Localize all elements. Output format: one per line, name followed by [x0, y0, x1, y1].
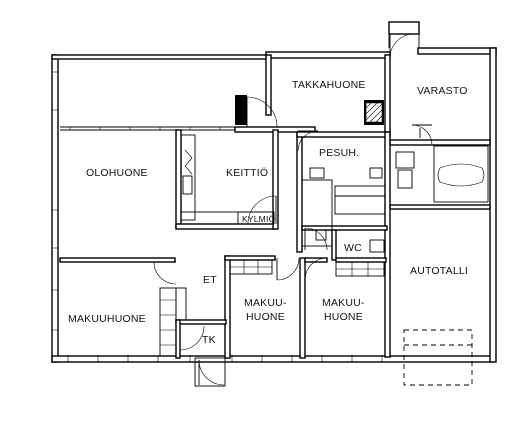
label-makuuhuone: MAKUUHUONE: [68, 313, 146, 325]
label-takkahuone: TAKKAHUONE: [292, 79, 366, 91]
label-makuu1-line2: HUONE: [246, 311, 285, 323]
label-pesuh: PESUH.: [319, 147, 359, 159]
label-makuu1-line1: MAKUU-: [244, 297, 287, 309]
garage-car: [403, 329, 473, 386]
label-makuu2-line2: HUONE: [324, 311, 363, 323]
label-tk: TK: [202, 334, 216, 346]
label-keittio: KEITTIÖ: [226, 167, 268, 179]
label-autotalli: AUTOTALLI: [410, 265, 468, 277]
bathroom-fixtures: [301, 145, 489, 253]
label-varasto: VARASTO: [417, 85, 468, 97]
wardrobes: [159, 259, 385, 357]
room-labels: TAKKAHUONE VARASTO OLOHUONE KEITTIÖ PESU…: [68, 79, 468, 346]
label-et: ET: [203, 274, 217, 286]
label-wc: WC: [344, 242, 362, 254]
label-kylmio: KYLMIÖ: [242, 214, 276, 224]
doors: [153, 33, 433, 387]
kitchen-fixtures: [180, 134, 275, 225]
label-makuu2-line1: MAKUU-: [322, 297, 365, 309]
outer-walls: [51, 21, 497, 363]
window-marks: [52, 71, 383, 362]
label-olohuone: OLOHUONE: [86, 167, 148, 179]
